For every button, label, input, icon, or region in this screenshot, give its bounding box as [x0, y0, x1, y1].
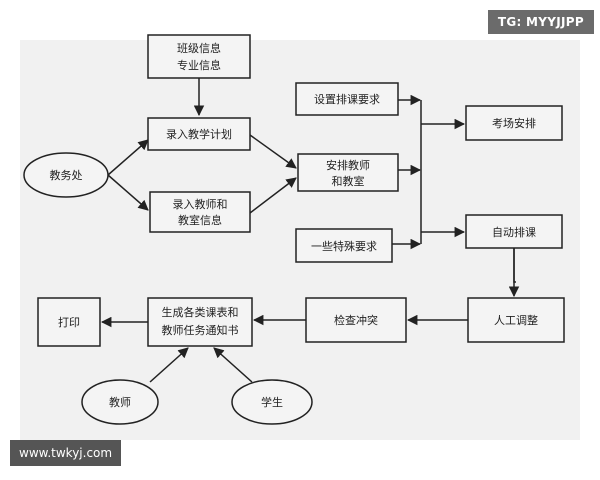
node-generate-tables: 生成各类课表和 教师任务通知书 — [147, 297, 253, 347]
connectors — [100, 78, 520, 383]
arrow-teacher-to-generate — [149, 347, 189, 383]
node-teacher: 教师 — [81, 379, 159, 425]
node-student-label: 学生 — [261, 395, 283, 409]
node-arrange-teacher-room-line1: 安排教师 — [326, 158, 370, 172]
node-arrange-teacher-room-line2: 和教室 — [332, 174, 365, 188]
node-print: 打印 — [37, 297, 101, 347]
node-course-requirements: 设置排课要求 — [295, 82, 399, 116]
node-manual-adjust-label: 人工调整 — [494, 313, 538, 327]
arrow-office-to-teacherinfo — [107, 174, 149, 211]
node-exam-arrangement: 考场安排 — [465, 105, 563, 141]
node-academic-office-label: 教务处 — [50, 169, 83, 182]
node-print-label: 打印 — [58, 315, 80, 329]
node-special-requirements: 一些特殊要求 — [295, 228, 393, 263]
node-teacher-room-info: 录入教师和 教室信息 — [149, 191, 251, 233]
arrow-student-to-generate — [213, 347, 253, 383]
node-teacher-room-info-line2: 教室信息 — [178, 213, 222, 227]
node-teacher-room-info-line1: 录入教师和 — [173, 198, 228, 211]
arrow-plan-to-arrange — [249, 134, 297, 169]
node-academic-office: 教务处 — [23, 152, 109, 198]
node-check-conflict: 检查冲突 — [305, 297, 407, 343]
node-student: 学生 — [231, 379, 313, 425]
node-class-info-line2: 专业信息 — [177, 58, 221, 72]
node-arrange-teacher-room: 安排教师 和教室 — [297, 153, 399, 192]
node-course-requirements-label: 设置排课要求 — [314, 92, 380, 106]
node-auto-schedule: 自动排课 — [465, 214, 563, 249]
arrow-teacherinfo-to-arrange — [249, 177, 297, 214]
node-generate-tables-line1: 生成各类课表和 — [162, 305, 239, 319]
node-check-conflict-label: 检查冲突 — [334, 313, 378, 327]
arrow-office-to-plan — [107, 139, 149, 176]
node-teaching-plan-label: 录入教学计划 — [166, 127, 232, 141]
node-teaching-plan: 录入教学计划 — [147, 117, 251, 151]
node-exam-arrangement-label: 考场安排 — [492, 116, 536, 130]
node-manual-adjust: 人工调整 — [467, 297, 565, 343]
node-class-info-line1: 班级信息 — [177, 41, 221, 55]
node-generate-tables-line2: 教师任务通知书 — [162, 323, 239, 337]
node-auto-schedule-label: 自动排课 — [492, 225, 536, 239]
node-special-requirements-label: 一些特殊要求 — [311, 239, 377, 253]
node-class-info: 班级信息 专业信息 — [147, 34, 251, 79]
node-teacher-label: 教师 — [109, 396, 131, 409]
watermark-top-right: TG: MYYJJPP — [487, 10, 594, 34]
watermark-bottom-left: www.twkyj.com — [10, 440, 122, 466]
